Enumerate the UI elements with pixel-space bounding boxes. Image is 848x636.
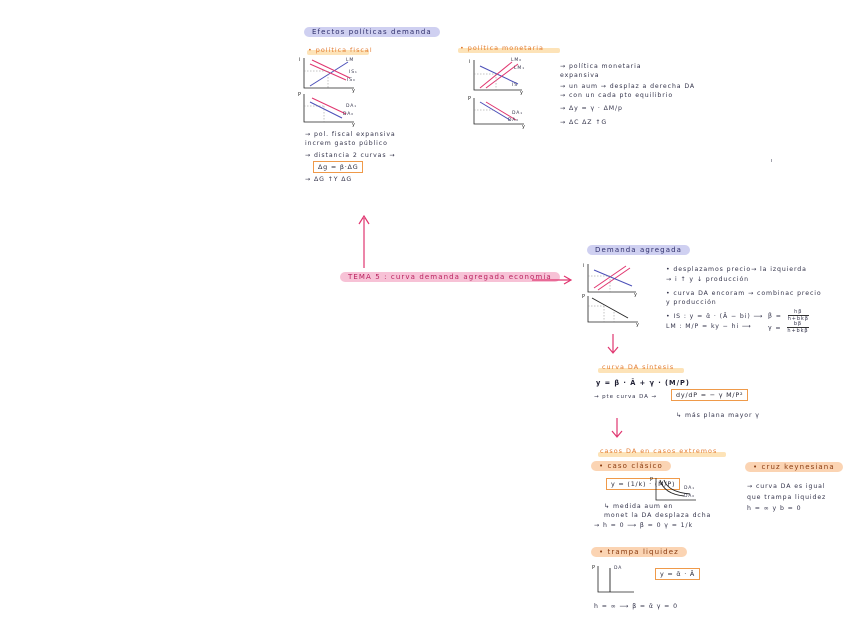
svg-text:y: y: [522, 124, 525, 130]
demanda-note-4: y producción: [666, 299, 717, 306]
clasico-formula-box: y = (1/k) · (M/P): [606, 478, 681, 490]
fiscal-note-2: increm gasto público: [305, 140, 388, 147]
demanda-note-5: • IS : y = ᾱ · (Ā − bi) ⟶: [666, 313, 764, 320]
extremos-title: casos DA en casos extremos: [600, 447, 718, 455]
beta-fraction-prefix: β =: [768, 312, 782, 320]
monetary-title-highlight: [458, 48, 560, 53]
stray-mark: ı: [771, 158, 774, 164]
extremos-title-highlight: [598, 452, 726, 457]
beta-numerator: hβ: [787, 309, 809, 316]
monetary-lm1-label: LM₁: [514, 66, 525, 71]
main-topic-title: TEMA 5 : curva demanda agregada economía: [340, 272, 560, 282]
fiscal-note-1: → pol. fiscal expansiva: [305, 131, 396, 138]
demanda-title: Demanda agregada: [587, 245, 691, 255]
arrow-right-icon: [532, 275, 573, 285]
arrow-up-icon: [358, 214, 370, 268]
clasico-da-graph: P: [650, 477, 696, 501]
demanda-note-3: • curva DA encoram → combinac precio: [666, 290, 822, 297]
clasico-note-2: monet la DA desplaza dcha: [604, 512, 712, 519]
keynes-title: • cruz keynesiana: [745, 462, 843, 472]
monetary-note-6: → ΔC ΔZ ↑G: [560, 119, 608, 126]
demanda-note-1: • desplazamos precio→ la izquierda: [666, 266, 807, 273]
fiscal-da1-label: DA₁: [346, 104, 357, 109]
monetary-note-1: → política monetaria: [560, 63, 642, 70]
demanda-note-6: LM : M/P = ky − hi ⟶: [666, 323, 752, 330]
top-section-title: Efectos políticas demanda: [304, 27, 440, 37]
svg-text:i: i: [583, 263, 584, 269]
fiscal-title-highlight: [307, 50, 369, 55]
keynes-note-3: h = ∞ y b = 0: [747, 505, 802, 512]
svg-text:y: y: [352, 88, 355, 94]
clasico-title: • caso clásico: [591, 461, 671, 471]
gamma-numerator: bβ: [787, 321, 809, 328]
sintesis-note-2: ↳ más plana mayor γ: [676, 412, 760, 419]
fiscal-da0-label: DA₀: [343, 112, 354, 117]
clasico-da0-label: DA₀: [684, 494, 695, 499]
arrow-down-icon-2: [611, 418, 623, 438]
fiscal-is1-label: IS₁: [349, 70, 358, 75]
sintesis-title-highlight: [598, 368, 684, 373]
trampa-equation: h = ∞ ⟶ β = ᾱ γ = 0: [594, 603, 678, 610]
svg-text:P: P: [468, 96, 471, 102]
svg-text:y: y: [636, 322, 639, 328]
sintesis-derivative-box: dy/dP = − γ M/P²: [671, 389, 749, 401]
svg-text:P: P: [650, 477, 653, 483]
gamma-denominator: h+bkβ: [787, 328, 809, 334]
clasico-note-1: ↳ medida aum en: [604, 503, 674, 510]
monetary-da0-label: DA₀: [508, 118, 519, 123]
keynes-note-1: → curva DA es igual: [747, 483, 826, 490]
clasico-equation: → h = 0 ⟶ β = 0 γ = 1/k: [594, 522, 693, 529]
svg-text:P: P: [592, 565, 595, 571]
beta-denominator: h+bkβ: [787, 316, 809, 322]
fiscal-formula-box: Δg = β·ΔG: [313, 161, 364, 173]
beta-fraction: β = hβ h+bkβ: [768, 309, 809, 322]
sintesis-title: curva DA síntesis: [602, 363, 675, 371]
gamma-fraction: γ = bβ h+bkβ: [768, 321, 809, 334]
keynes-note-2: que trampa liquidez: [747, 494, 827, 501]
svg-text:i: i: [299, 57, 300, 63]
gamma-fraction-prefix: γ =: [768, 324, 782, 332]
fiscal-da-graph: P y: [298, 92, 355, 128]
monetary-is-label: IS: [512, 83, 518, 88]
svg-text:y: y: [634, 292, 637, 298]
clasico-da1-label: DA₁: [684, 486, 695, 491]
monetary-title: • política monetaria: [460, 44, 544, 52]
demanda-da-graph: P y: [582, 294, 639, 328]
monetary-da1-label: DA₁: [512, 111, 523, 116]
monetary-note-5: → Δy = γ · ΔM/p: [560, 105, 623, 112]
sintesis-note-prefix: → pte curva DA →: [594, 394, 657, 400]
monetary-islm-graph: i y: [469, 59, 523, 96]
fiscal-note-3: → distancia 2 curvas →: [305, 152, 396, 159]
trampa-da-graph: P: [592, 565, 634, 593]
fiscal-islm-graph: i y: [299, 57, 355, 94]
demanda-note-2: → i ↑ y ↓ producción: [666, 276, 749, 283]
svg-text:y: y: [352, 122, 355, 128]
fiscal-note-4: → ΔG ↑Y ΔG: [305, 176, 353, 183]
fiscal-title: • política fiscal: [308, 46, 373, 54]
monetary-da-graph: P y: [468, 96, 525, 130]
monetary-note-4: → con un cada pto equilibrio: [560, 92, 674, 99]
fiscal-lm-label: LM: [346, 58, 355, 63]
svg-text:P: P: [298, 92, 301, 98]
arrow-down-icon: [607, 334, 619, 354]
svg-text:P: P: [582, 294, 585, 300]
monetary-note-3: → un aum → desplaz a derecha DA: [560, 83, 696, 90]
demanda-islm-graph: i y: [583, 263, 637, 298]
svg-text:i: i: [469, 59, 470, 65]
sintesis-equation: y = β · Ā + γ · (M/P): [596, 379, 690, 387]
trampa-title: • trampa liquidez: [591, 547, 687, 557]
trampa-formula-box: y = ᾱ · Ā: [655, 568, 701, 580]
monetary-lm0-label: LM₀: [511, 58, 522, 63]
svg-text:y: y: [520, 90, 523, 96]
trampa-da-label: DA: [614, 566, 623, 571]
monetary-note-2: expansiva: [560, 72, 600, 79]
fiscal-is0-label: IS₀: [347, 78, 356, 83]
